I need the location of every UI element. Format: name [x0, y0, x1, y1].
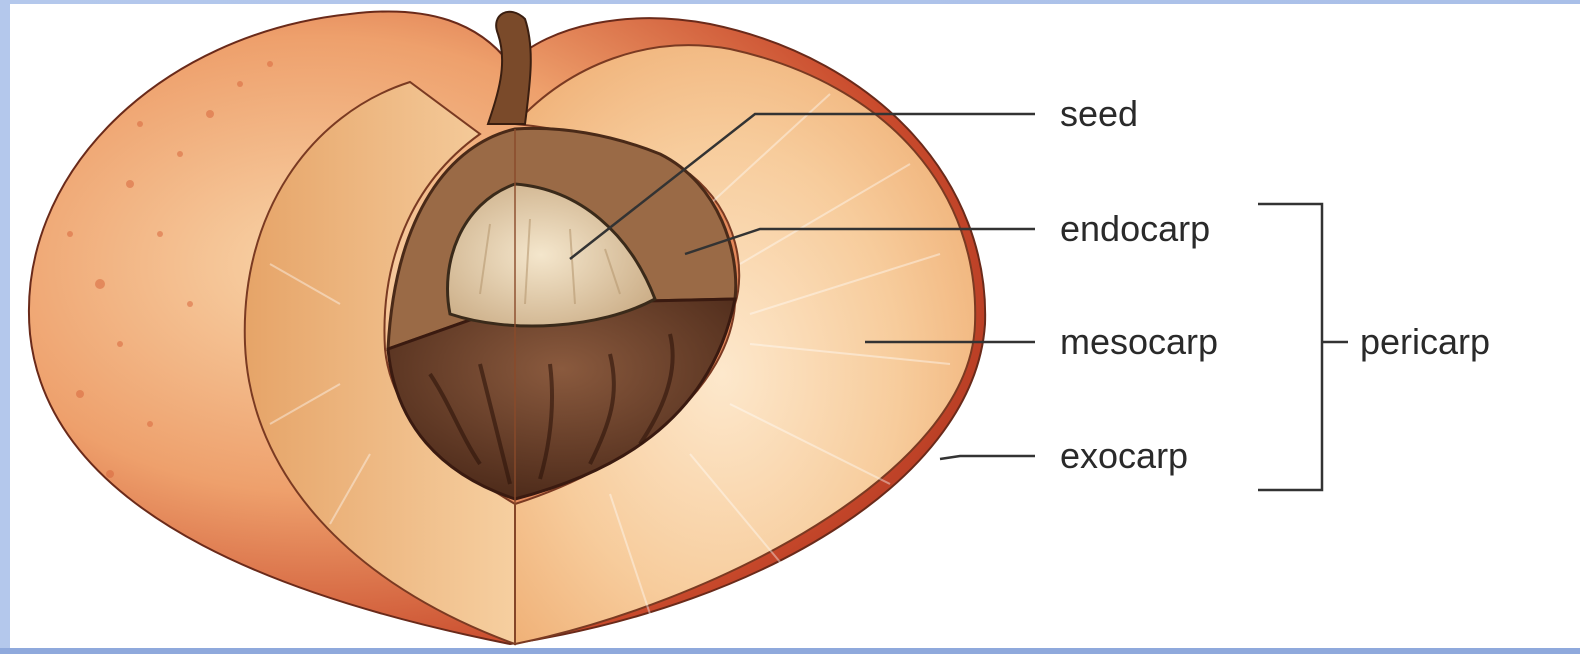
- pericarp-bracket: [1258, 204, 1348, 490]
- label-endocarp: endocarp: [1060, 209, 1210, 249]
- bottom-accent-bar: [0, 648, 1580, 654]
- label-seed: seed: [1060, 94, 1138, 134]
- label-pericarp: pericarp: [1360, 322, 1490, 362]
- peach-cross-section-illustration: [10, 4, 1580, 648]
- exocarp-leader: [940, 456, 1035, 459]
- diagram-panel: seed endocarp mesocarp exocarp pericarp: [10, 4, 1580, 651]
- label-mesocarp: mesocarp: [1060, 322, 1218, 362]
- label-exocarp: exocarp: [1060, 436, 1188, 476]
